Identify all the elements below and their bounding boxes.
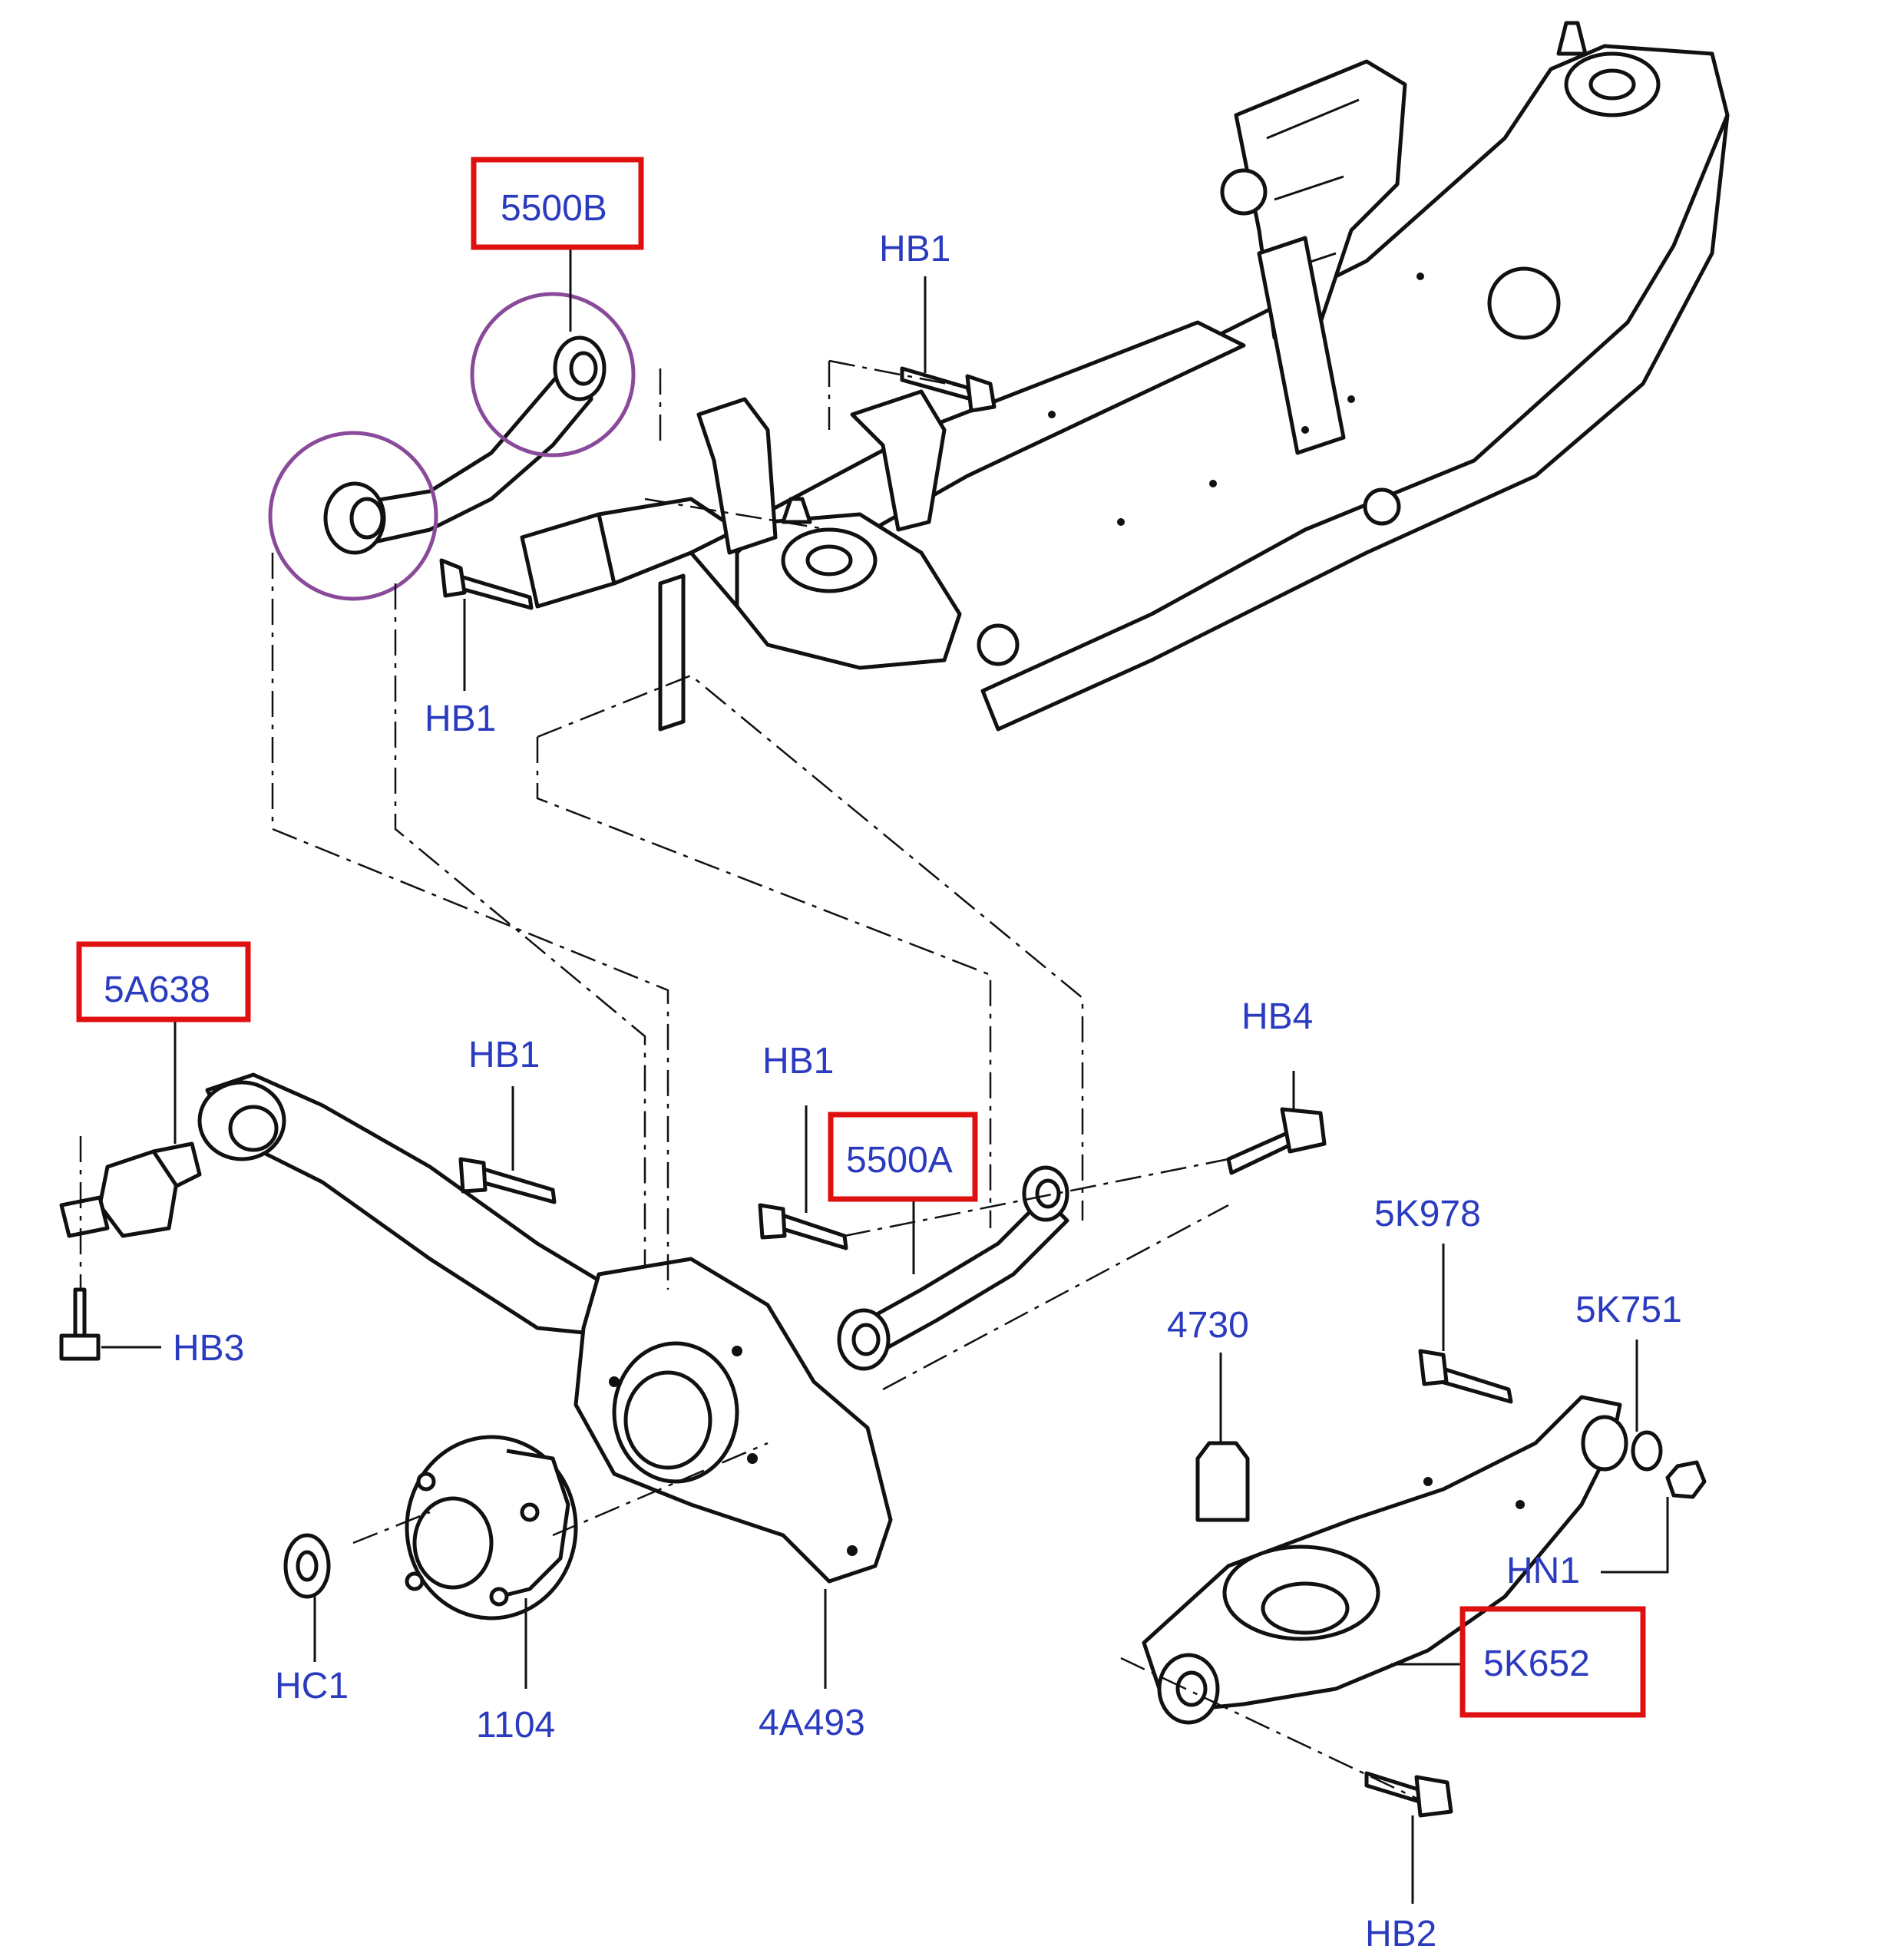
bolt-hb1-top xyxy=(900,366,997,413)
callout-hb1-top: HB1 xyxy=(879,229,950,269)
callout-hb4: HB4 xyxy=(1241,996,1313,1037)
bolt-hb4 xyxy=(1226,1107,1327,1175)
upper-control-arm-5500B xyxy=(323,335,607,555)
toe-link-5500A xyxy=(837,1165,1069,1371)
highlight-box-5500A xyxy=(828,1112,978,1202)
bolt-hb1-link xyxy=(758,1203,848,1250)
wheel-hub-1104 xyxy=(405,1435,578,1620)
callout-hc1: HC1 xyxy=(275,1666,349,1706)
bolt-5K978 xyxy=(1418,1349,1513,1404)
callout-4730: 4730 xyxy=(1167,1305,1249,1346)
bump-stop-4730 xyxy=(1195,1441,1250,1522)
callout-hb2: HB2 xyxy=(1365,1914,1436,1954)
callout-hn1: HN1 xyxy=(1506,1551,1580,1591)
washer-hc1 xyxy=(283,1533,331,1599)
rear-subframe xyxy=(520,21,1730,732)
bolt-hb1-knuckle xyxy=(458,1157,557,1204)
leader-lines xyxy=(101,247,1669,1904)
bolt-hb1-mid xyxy=(439,558,534,610)
bushing-highlight-circle-outer xyxy=(470,292,636,458)
callout-hb1-link: HB1 xyxy=(762,1041,834,1082)
callout-1104: 1104 xyxy=(476,1705,555,1746)
callout-hb3: HB3 xyxy=(173,1328,244,1369)
alignment-phantom-lines xyxy=(79,359,1421,1802)
callout-4A493: 4A493 xyxy=(759,1703,865,1743)
lower-control-arm-5K652 xyxy=(1142,1395,1628,1725)
bolt-hb3 xyxy=(59,1287,101,1361)
nut-hn1 xyxy=(1665,1460,1707,1499)
callout-5K751: 5K751 xyxy=(1575,1290,1682,1330)
callout-5K978: 5K978 xyxy=(1374,1194,1481,1234)
callout-5500B: 5500B xyxy=(501,188,607,229)
callout-5500A: 5500A xyxy=(846,1140,953,1181)
bushing-highlight-circle-inner xyxy=(268,431,438,601)
trailing-arm-5A638 xyxy=(197,1072,616,1338)
knuckle-4A493 xyxy=(574,1257,893,1584)
callout-hb1-knuckle: HB1 xyxy=(468,1035,540,1075)
highlight-box-5A638 xyxy=(76,941,251,1022)
callout-5K652: 5K652 xyxy=(1483,1644,1590,1684)
callout-5A638: 5A638 xyxy=(104,970,210,1010)
highlight-box-5500B xyxy=(471,157,644,250)
callout-hb1-mid: HB1 xyxy=(425,699,496,739)
highlight-box-5K652 xyxy=(1459,1606,1646,1718)
bushing-5A638 xyxy=(59,1141,202,1238)
washer-5K751 xyxy=(1631,1430,1663,1472)
